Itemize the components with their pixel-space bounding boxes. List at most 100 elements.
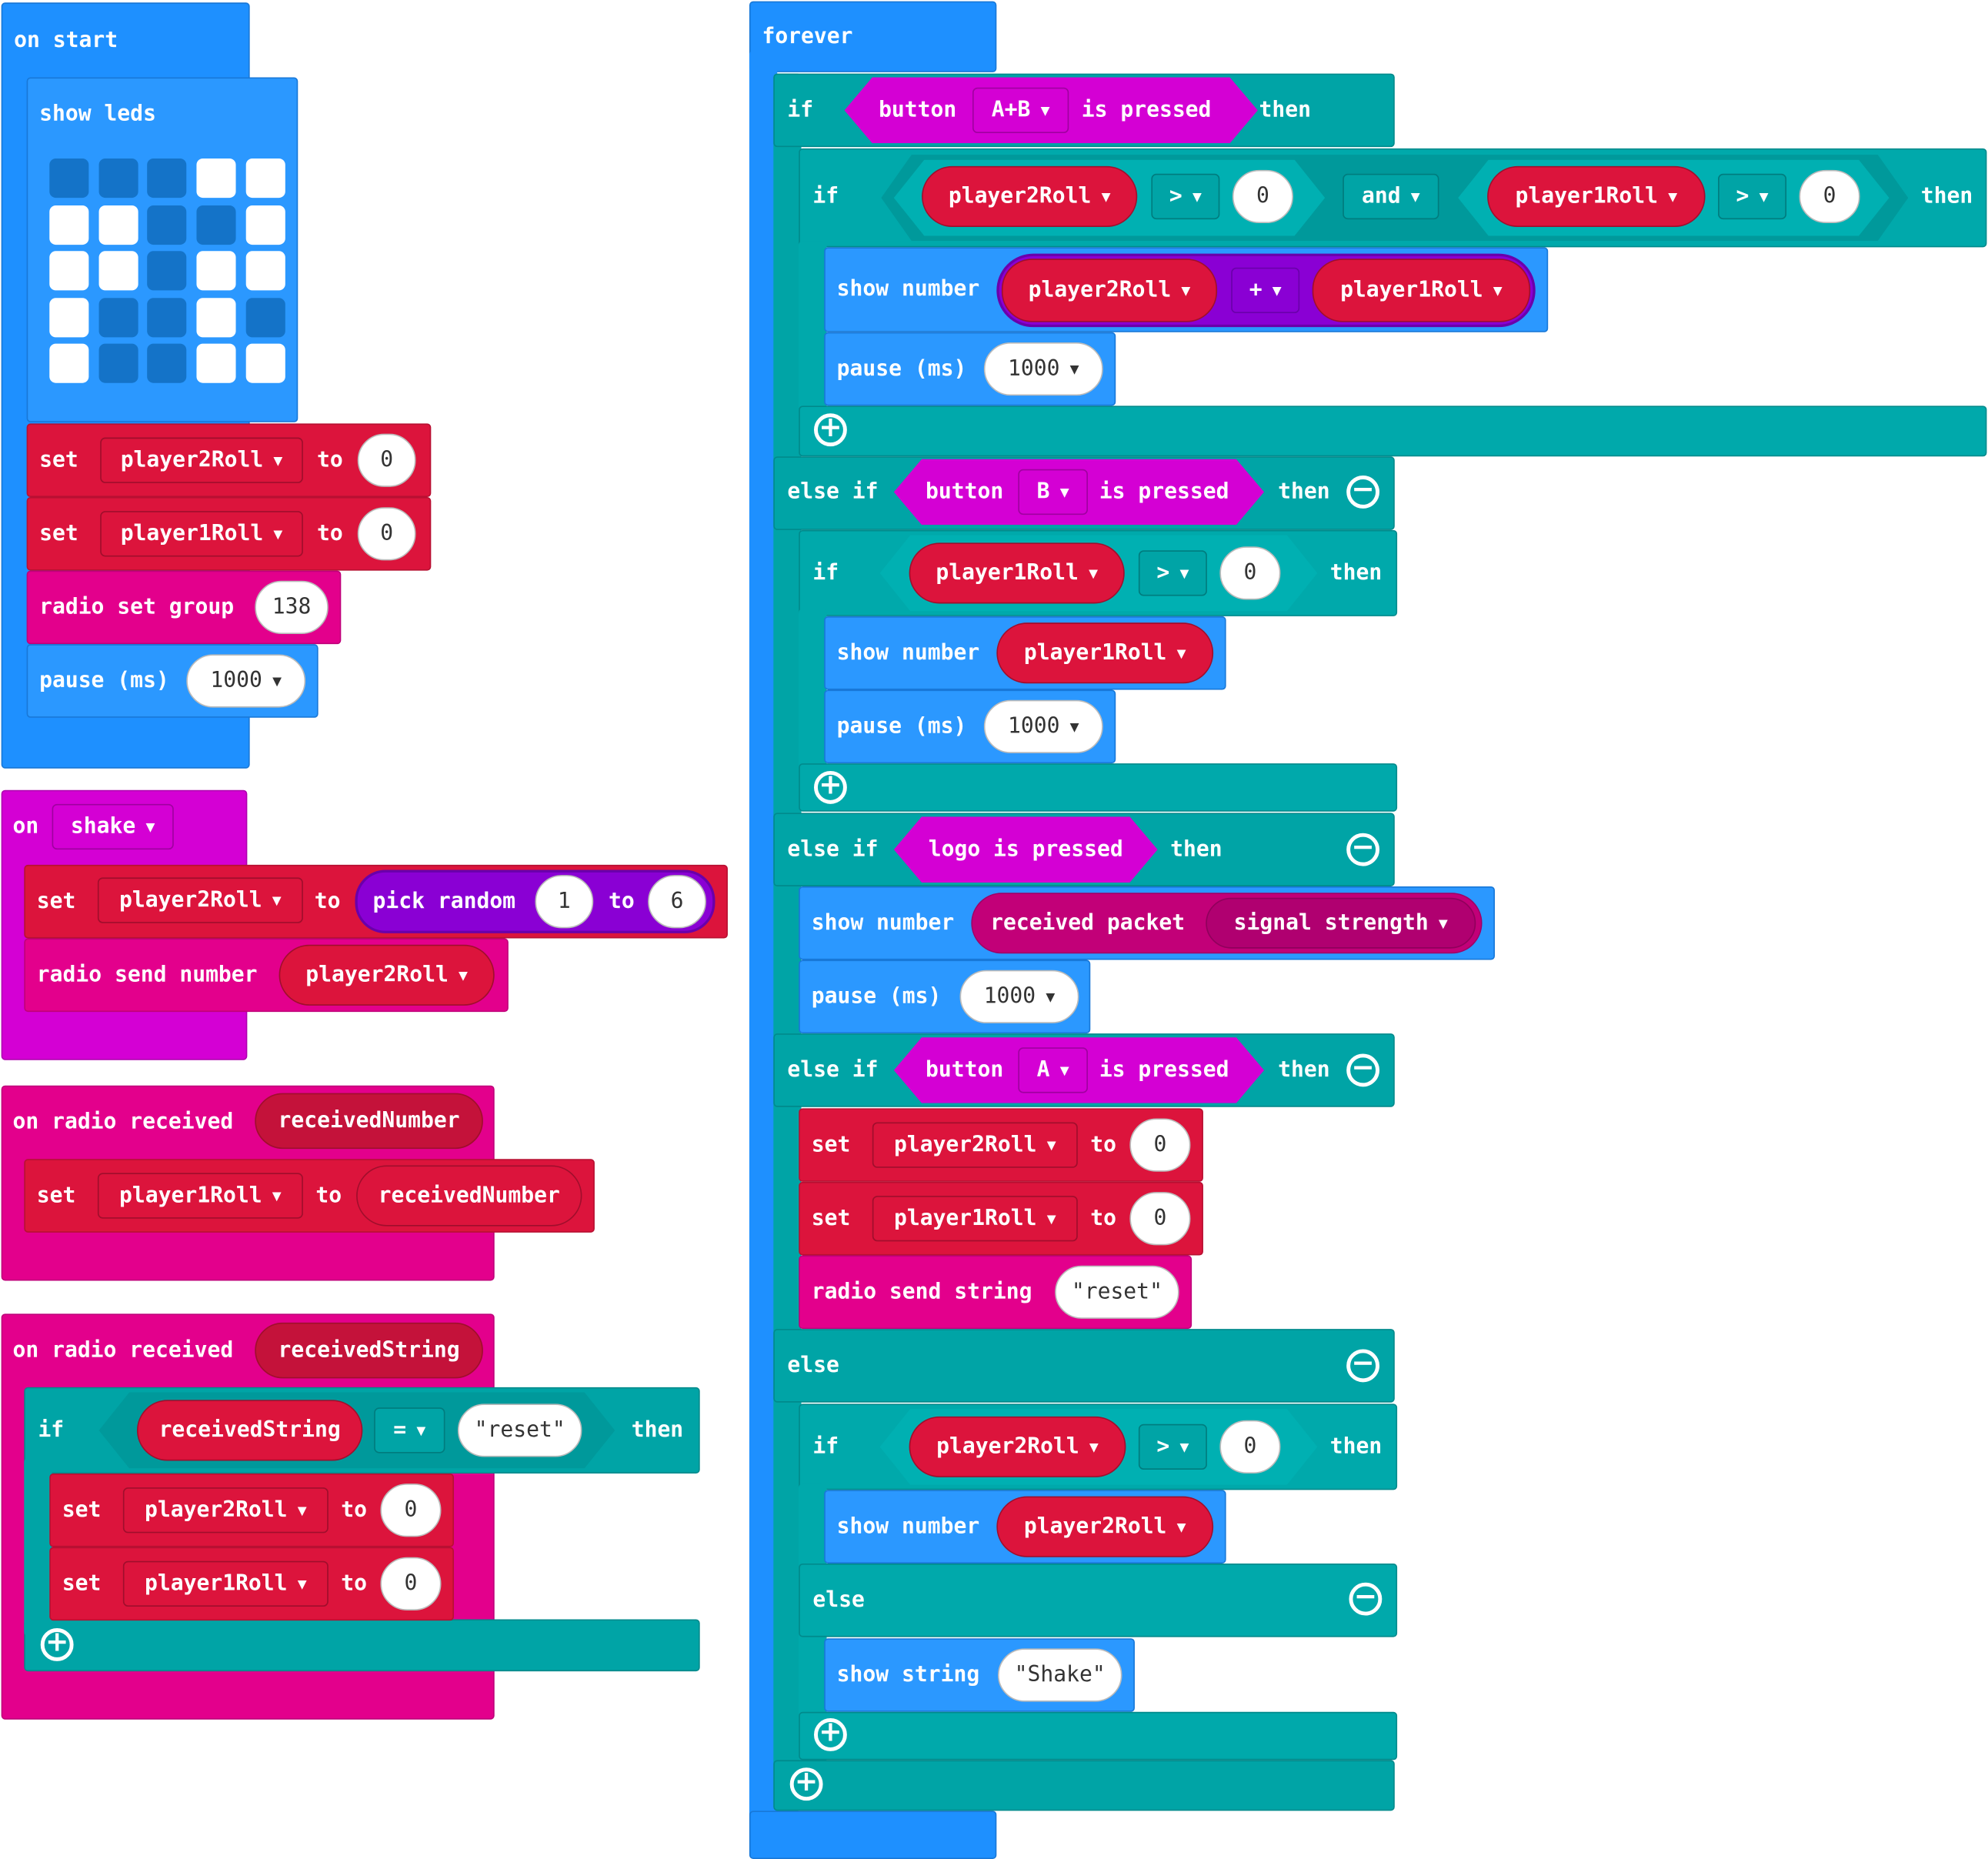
button-dropdown[interactable]: A▼ — [1018, 1047, 1088, 1093]
led-cell[interactable] — [49, 297, 89, 337]
math-operator-dropdown[interactable]: +▼ — [1231, 267, 1300, 314]
operator-dropdown[interactable]: >▼ — [1138, 550, 1207, 596]
led-cell[interactable] — [196, 297, 236, 337]
led-cell[interactable] — [196, 205, 236, 245]
pause-label: pause (ms) — [836, 713, 967, 739]
received-number-reporter[interactable]: receivedNumber — [356, 1165, 582, 1227]
number-input[interactable]: 0 — [1232, 169, 1293, 224]
operator-dropdown[interactable]: >▼ — [1138, 1423, 1207, 1470]
variable-reporter[interactable]: player1Roll▼ — [1312, 259, 1531, 322]
led-cell[interactable] — [98, 297, 138, 337]
variable-dropdown[interactable]: player1Roll▼ — [872, 1196, 1078, 1242]
remove-else-minus-icon[interactable]: − — [1346, 1349, 1380, 1383]
variable-reporter[interactable]: player1Roll▼ — [909, 542, 1125, 604]
forever-label: forever — [762, 24, 853, 50]
variable-reporter[interactable]: player2Roll▼ — [909, 1416, 1126, 1477]
inner-else-header[interactable] — [799, 1563, 1398, 1637]
led-cell[interactable] — [147, 343, 187, 383]
variable-dropdown[interactable]: player2Roll▼ — [122, 1487, 329, 1534]
variable-dropdown[interactable]: player2Roll▼ — [100, 437, 303, 483]
variable-dropdown[interactable]: player1Roll▼ — [100, 511, 303, 557]
number-input[interactable]: 0 — [380, 1557, 442, 1610]
gesture-dropdown[interactable]: shake▼ — [52, 803, 174, 850]
led-cell[interactable] — [98, 343, 138, 383]
led-cell[interactable] — [49, 251, 89, 291]
button-dropdown[interactable]: B▼ — [1018, 469, 1088, 516]
led-cell[interactable] — [196, 159, 236, 199]
add-else-plus-icon[interactable]: + — [814, 413, 847, 447]
number-input[interactable]: 0 — [1219, 546, 1281, 600]
pause-input[interactable]: 1000▼ — [983, 699, 1103, 753]
remove-else-if-minus-icon[interactable]: − — [1346, 476, 1380, 509]
remove-else-if-minus-icon[interactable]: − — [1346, 1053, 1380, 1087]
led-cell[interactable] — [196, 343, 236, 383]
variable-dropdown[interactable]: player1Roll▼ — [122, 1560, 329, 1607]
dropdown-arrow-icon: ▼ — [297, 1574, 307, 1593]
string-input[interactable]: "Shake" — [997, 1648, 1122, 1702]
packet-property-dropdown[interactable]: signal strength▼ — [1206, 897, 1476, 949]
is-pressed-label: is pressed — [1081, 97, 1212, 123]
pause-input[interactable]: 1000▼ — [983, 342, 1103, 396]
led-cell[interactable] — [49, 205, 89, 245]
led-cell[interactable] — [196, 251, 236, 291]
variable-reporter[interactable]: player1Roll▼ — [1487, 165, 1706, 227]
add-else-plus-icon[interactable]: + — [789, 1767, 823, 1801]
variable-reporter[interactable]: player2Roll▼ — [922, 165, 1138, 227]
variable-reporter[interactable]: player2Roll▼ — [279, 944, 495, 1006]
dropdown-arrow-icon: ▼ — [1089, 1437, 1099, 1456]
led-cell[interactable] — [49, 343, 89, 383]
led-cell[interactable] — [147, 159, 187, 199]
led-cell[interactable] — [245, 251, 285, 291]
else-header[interactable] — [773, 1329, 1395, 1403]
if-label: if — [812, 1433, 839, 1460]
operator-dropdown[interactable]: =▼ — [374, 1407, 445, 1453]
number-input[interactable]: 0 — [1799, 169, 1860, 224]
string-input[interactable]: "reset" — [1055, 1265, 1179, 1319]
forever-block[interactable] — [749, 1, 997, 72]
number-input[interactable]: 0 — [1219, 1420, 1281, 1474]
and-dropdown[interactable]: and▼ — [1343, 173, 1439, 220]
add-else-plus-icon[interactable]: + — [40, 1628, 74, 1661]
remove-else-minus-icon[interactable]: − — [1349, 1582, 1383, 1616]
string-input[interactable]: "reset" — [457, 1403, 582, 1457]
led-cell[interactable] — [49, 159, 89, 199]
variable-dropdown[interactable]: player2Roll▼ — [872, 1122, 1078, 1168]
number-input[interactable]: 0 — [357, 507, 416, 561]
pause-label: pause (ms) — [811, 983, 942, 1010]
variable-dropdown[interactable]: player2Roll▼ — [97, 877, 303, 923]
pause-input[interactable]: 1000▼ — [186, 654, 306, 708]
if-block-footer — [24, 1619, 700, 1672]
variable-reporter[interactable]: player2Roll▼ — [996, 1496, 1214, 1557]
number-input[interactable]: 0 — [1129, 1118, 1191, 1172]
logo-pressed-condition[interactable]: logo is pressed — [894, 816, 1158, 883]
led-cell[interactable] — [245, 343, 285, 383]
random-max-input[interactable]: 6 — [648, 875, 706, 929]
received-string-param[interactable]: receivedString — [255, 1322, 483, 1379]
operator-dropdown[interactable]: >▼ — [1718, 173, 1787, 220]
remove-else-if-minus-icon[interactable]: − — [1346, 833, 1380, 866]
add-else-plus-icon[interactable]: + — [814, 1718, 847, 1751]
variable-reporter[interactable]: receivedString — [136, 1400, 363, 1461]
led-cell[interactable] — [147, 205, 187, 245]
led-cell[interactable] — [245, 159, 285, 199]
number-input[interactable]: 0 — [357, 433, 416, 487]
led-cell[interactable] — [245, 297, 285, 337]
led-cell[interactable] — [98, 205, 138, 245]
led-cell[interactable] — [147, 251, 187, 291]
add-else-plus-icon[interactable]: + — [814, 770, 847, 804]
variable-reporter[interactable]: player2Roll▼ — [1001, 259, 1218, 322]
radio-group-input[interactable]: 138 — [255, 580, 329, 634]
led-cell[interactable] — [245, 205, 285, 245]
button-dropdown[interactable]: A+B▼ — [972, 87, 1069, 134]
led-cell[interactable] — [98, 251, 138, 291]
led-cell[interactable] — [98, 159, 138, 199]
received-number-param[interactable]: receivedNumber — [255, 1093, 483, 1150]
led-cell[interactable] — [147, 297, 187, 337]
pause-input[interactable]: 1000▼ — [959, 970, 1079, 1023]
number-input[interactable]: 0 — [380, 1484, 442, 1537]
variable-reporter[interactable]: player1Roll▼ — [996, 622, 1214, 684]
operator-dropdown[interactable]: >▼ — [1151, 173, 1220, 220]
random-min-input[interactable]: 1 — [535, 875, 594, 929]
variable-dropdown[interactable]: player1Roll▼ — [97, 1173, 303, 1219]
number-input[interactable]: 0 — [1129, 1192, 1191, 1246]
